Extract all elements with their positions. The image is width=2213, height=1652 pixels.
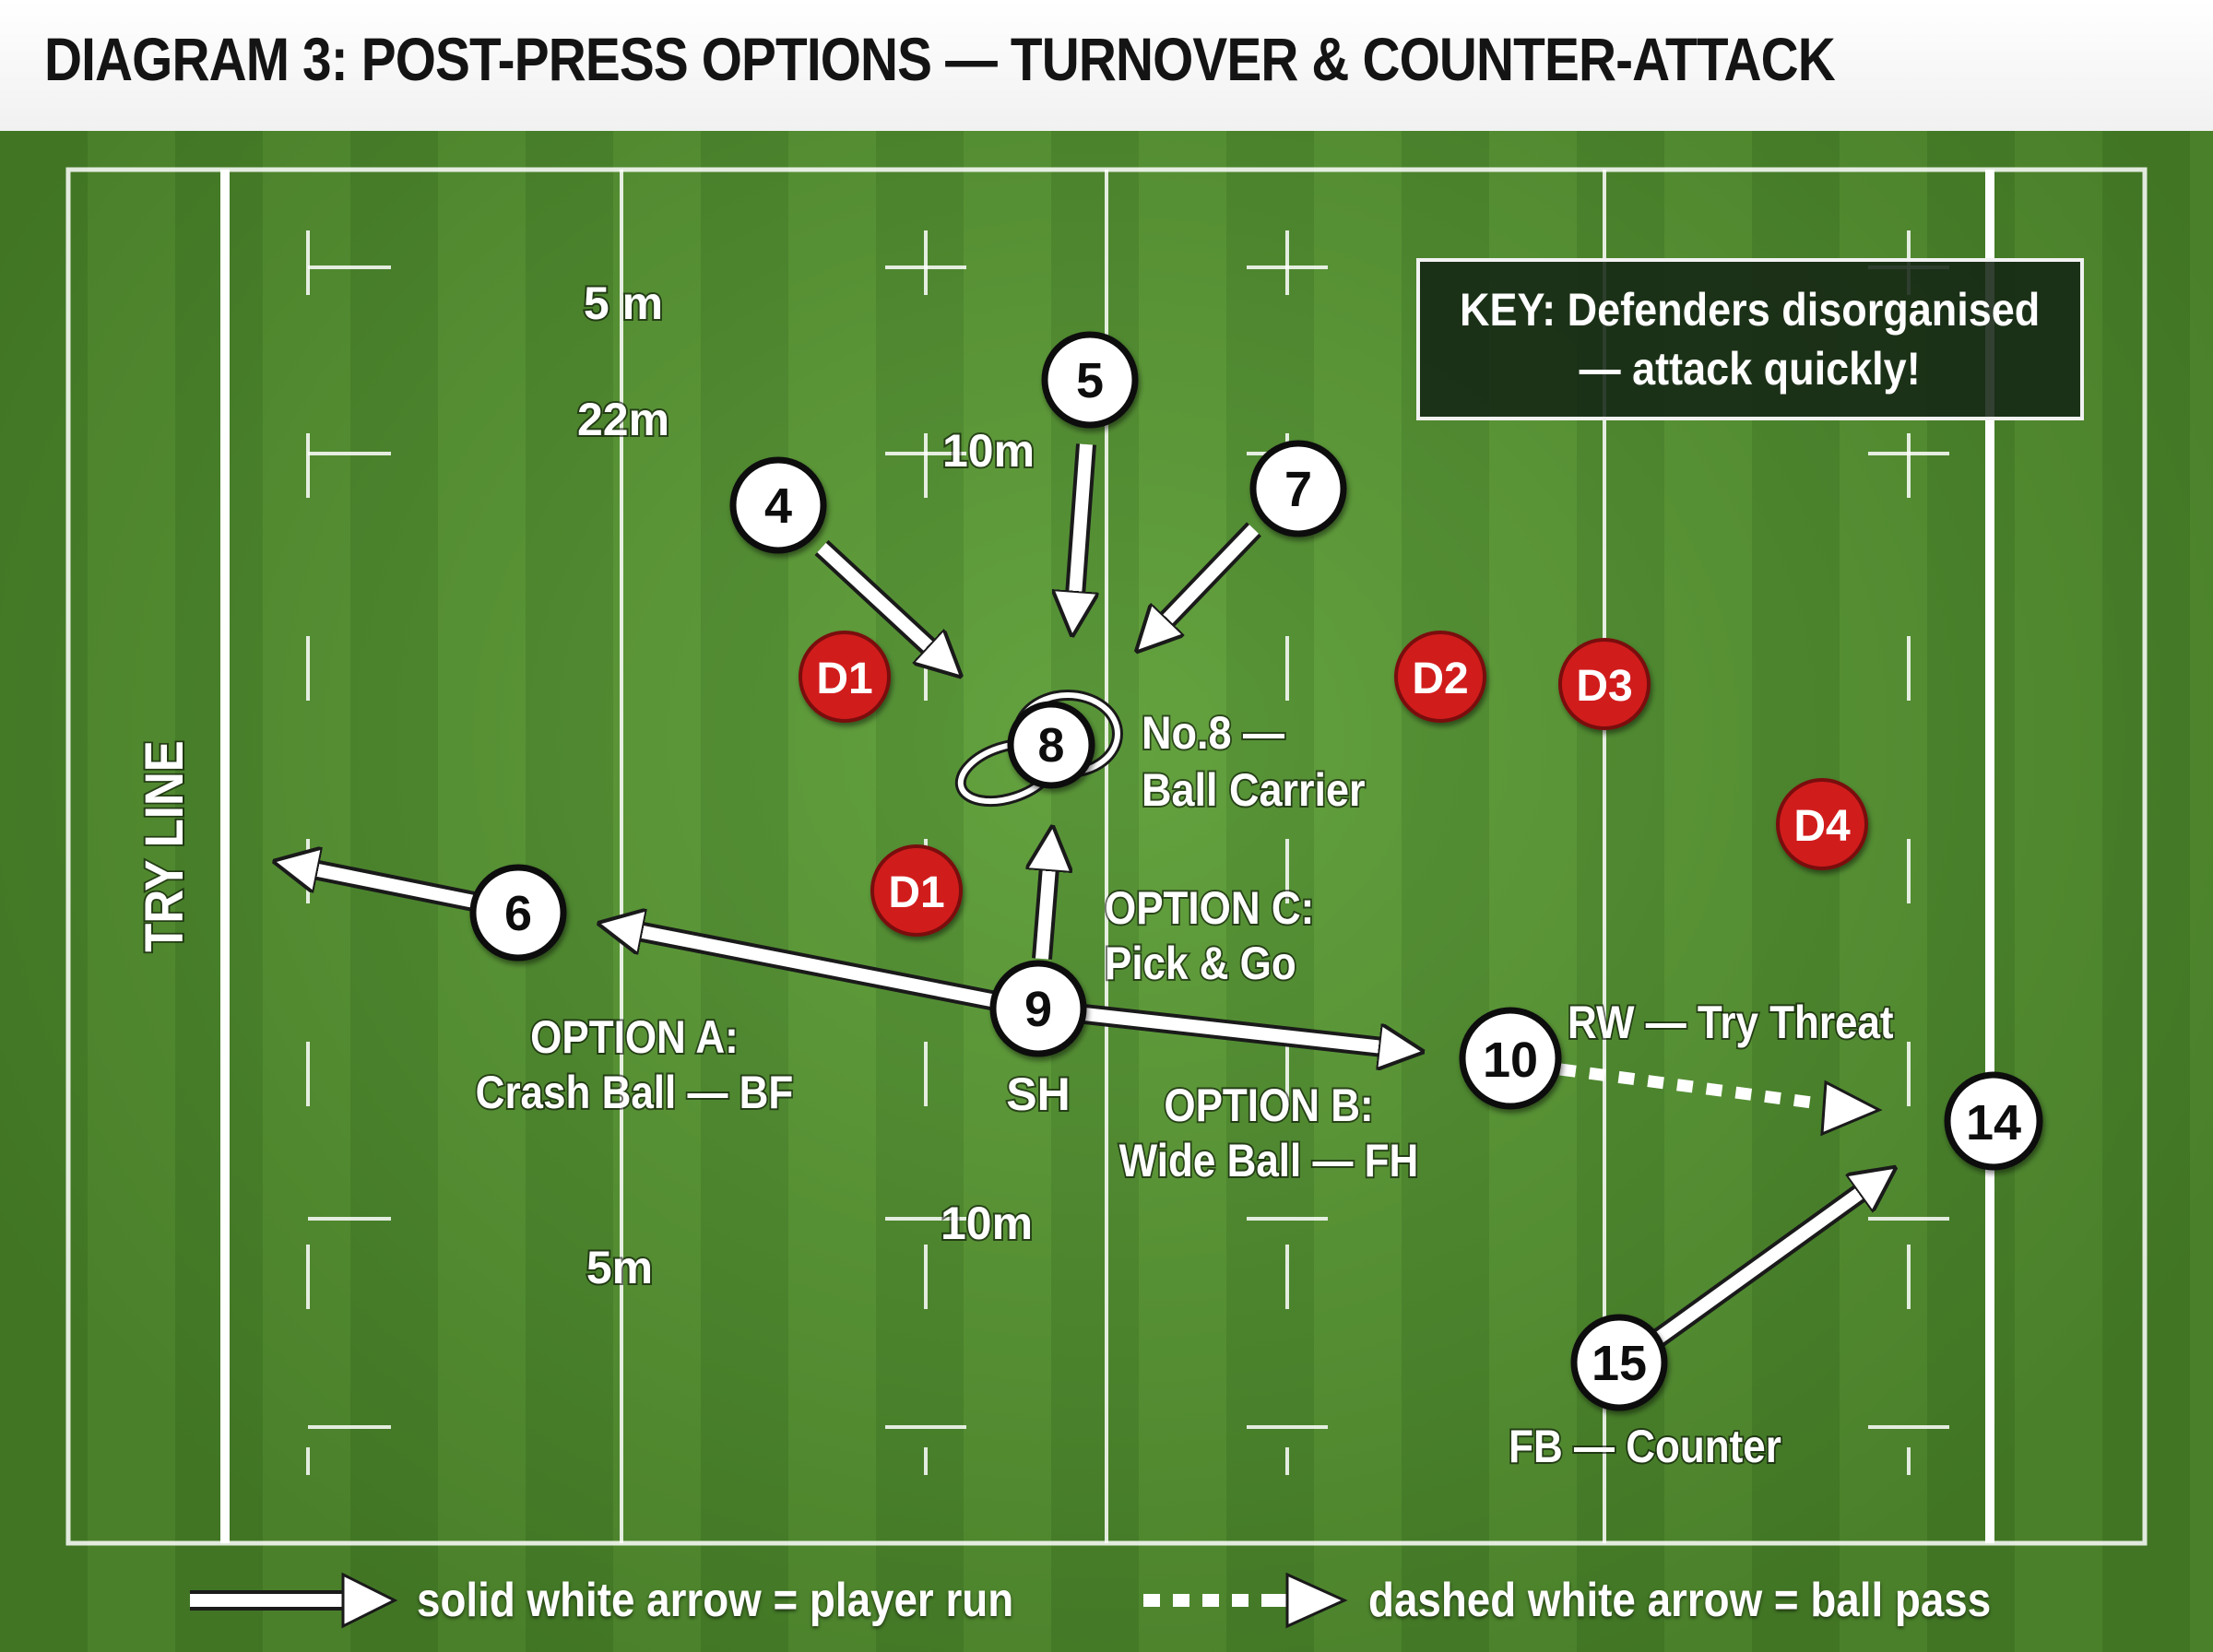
fb-label: FB — Counter <box>1509 1420 1781 1471</box>
defender-label: D1 <box>816 655 872 703</box>
arrow-9-to-10 <box>1083 1004 1383 1047</box>
legend-dashed-arrow-icon <box>1143 1572 1348 1629</box>
defender-d1-upper: D1 <box>799 631 891 723</box>
pass-arrow-10-to-14 <box>1559 1063 1883 1137</box>
player-15: 15 <box>1570 1314 1668 1411</box>
arrow-15-to-14 <box>1651 1191 1863 1347</box>
player-7: 7 <box>1249 440 1347 537</box>
label-5m-bottom: 5m <box>586 1242 653 1293</box>
option-a-line1: OPTION A: <box>530 1010 739 1062</box>
option-c-line2: Pick & Go <box>1105 937 1296 988</box>
players: 4 5 7 8 6 9 10 14 <box>469 331 2043 1411</box>
annotations: No.8 — Ball Carrier OPTION C: Pick & Go … <box>474 706 1896 1474</box>
option-a-line2: Crash Ball — BF <box>476 1066 794 1117</box>
legend-dashed-label: dashed white arrow = ball pass <box>1368 1574 1992 1627</box>
arrow-9-to-6 <box>638 931 999 1011</box>
player-5: 5 <box>1041 331 1139 429</box>
legend-solid-label: solid white arrow = player run <box>417 1574 1014 1627</box>
option-c-line1: OPTION C: <box>1105 881 1314 933</box>
label-10m-top: 10m <box>942 425 1035 477</box>
header: DIAGRAM 3: POST-PRESS OPTIONS — TURNOVER… <box>0 0 2213 131</box>
diagram-title: DIAGRAM 3: POST-PRESS OPTIONS — TURNOVER… <box>44 25 1836 93</box>
defender-label: D1 <box>888 868 944 917</box>
label-5m-top: 5 m <box>584 277 663 329</box>
option-b-line1: OPTION B: <box>1164 1079 1373 1130</box>
player-8: 8 <box>1007 701 1095 789</box>
run-arrows <box>314 443 1863 1347</box>
option-b-line2: Wide Ball — FH <box>1119 1134 1419 1186</box>
player-number: 6 <box>504 886 532 941</box>
player-number: 5 <box>1076 353 1104 408</box>
try-line-label: TRY LINE <box>135 740 195 952</box>
rw-label: RW — Try Threat <box>1568 996 1894 1047</box>
key-line-1: KEY: Defenders disorganised <box>1460 284 2041 336</box>
player-4: 4 <box>729 456 827 554</box>
arrow-4-to-8 <box>814 539 931 649</box>
key-line-2: — attack quickly! <box>1579 343 1922 395</box>
defenders: D1 D1 D2 D3 D4 <box>799 631 1868 937</box>
defender-label: D4 <box>1793 802 1851 851</box>
player-number: 15 <box>1592 1336 1647 1391</box>
player-6: 6 <box>469 864 567 962</box>
arrow-7-to-8 <box>1165 522 1261 622</box>
label-22m: 22m <box>577 394 669 445</box>
sh-label: SH <box>1006 1068 1070 1120</box>
player-9: 9 <box>989 960 1087 1057</box>
player-10: 10 <box>1459 1007 1562 1110</box>
player-number: 7 <box>1284 462 1312 517</box>
arrow-6-run <box>314 869 477 912</box>
legend-solid-arrow-icon <box>190 1572 398 1629</box>
defender-label: D3 <box>1576 662 1632 711</box>
hash-marks <box>308 266 1949 1429</box>
player-number: 8 <box>1038 719 1065 773</box>
defender-d3: D3 <box>1558 638 1651 730</box>
arrow-5-to-8 <box>1075 443 1086 596</box>
key-box: KEY: Defenders disorganised — attack qui… <box>1416 258 2084 420</box>
label-10m-bottom: 10m <box>941 1198 1033 1249</box>
player-14: 14 <box>1944 1071 2043 1171</box>
player-number: 14 <box>1966 1095 2021 1150</box>
defender-d1-lower: D1 <box>870 844 963 937</box>
arrow-9-to-8 <box>1042 867 1049 960</box>
defender-label: D2 <box>1412 655 1468 703</box>
defender-d2: D2 <box>1394 631 1486 723</box>
player-number: 10 <box>1483 1032 1538 1088</box>
no8-label-line2: Ball Carrier <box>1142 765 1366 817</box>
player-number: 9 <box>1024 982 1052 1037</box>
no8-label-line1: No.8 — <box>1142 708 1284 760</box>
player-number: 4 <box>764 478 792 534</box>
defender-d4: D4 <box>1776 778 1868 870</box>
